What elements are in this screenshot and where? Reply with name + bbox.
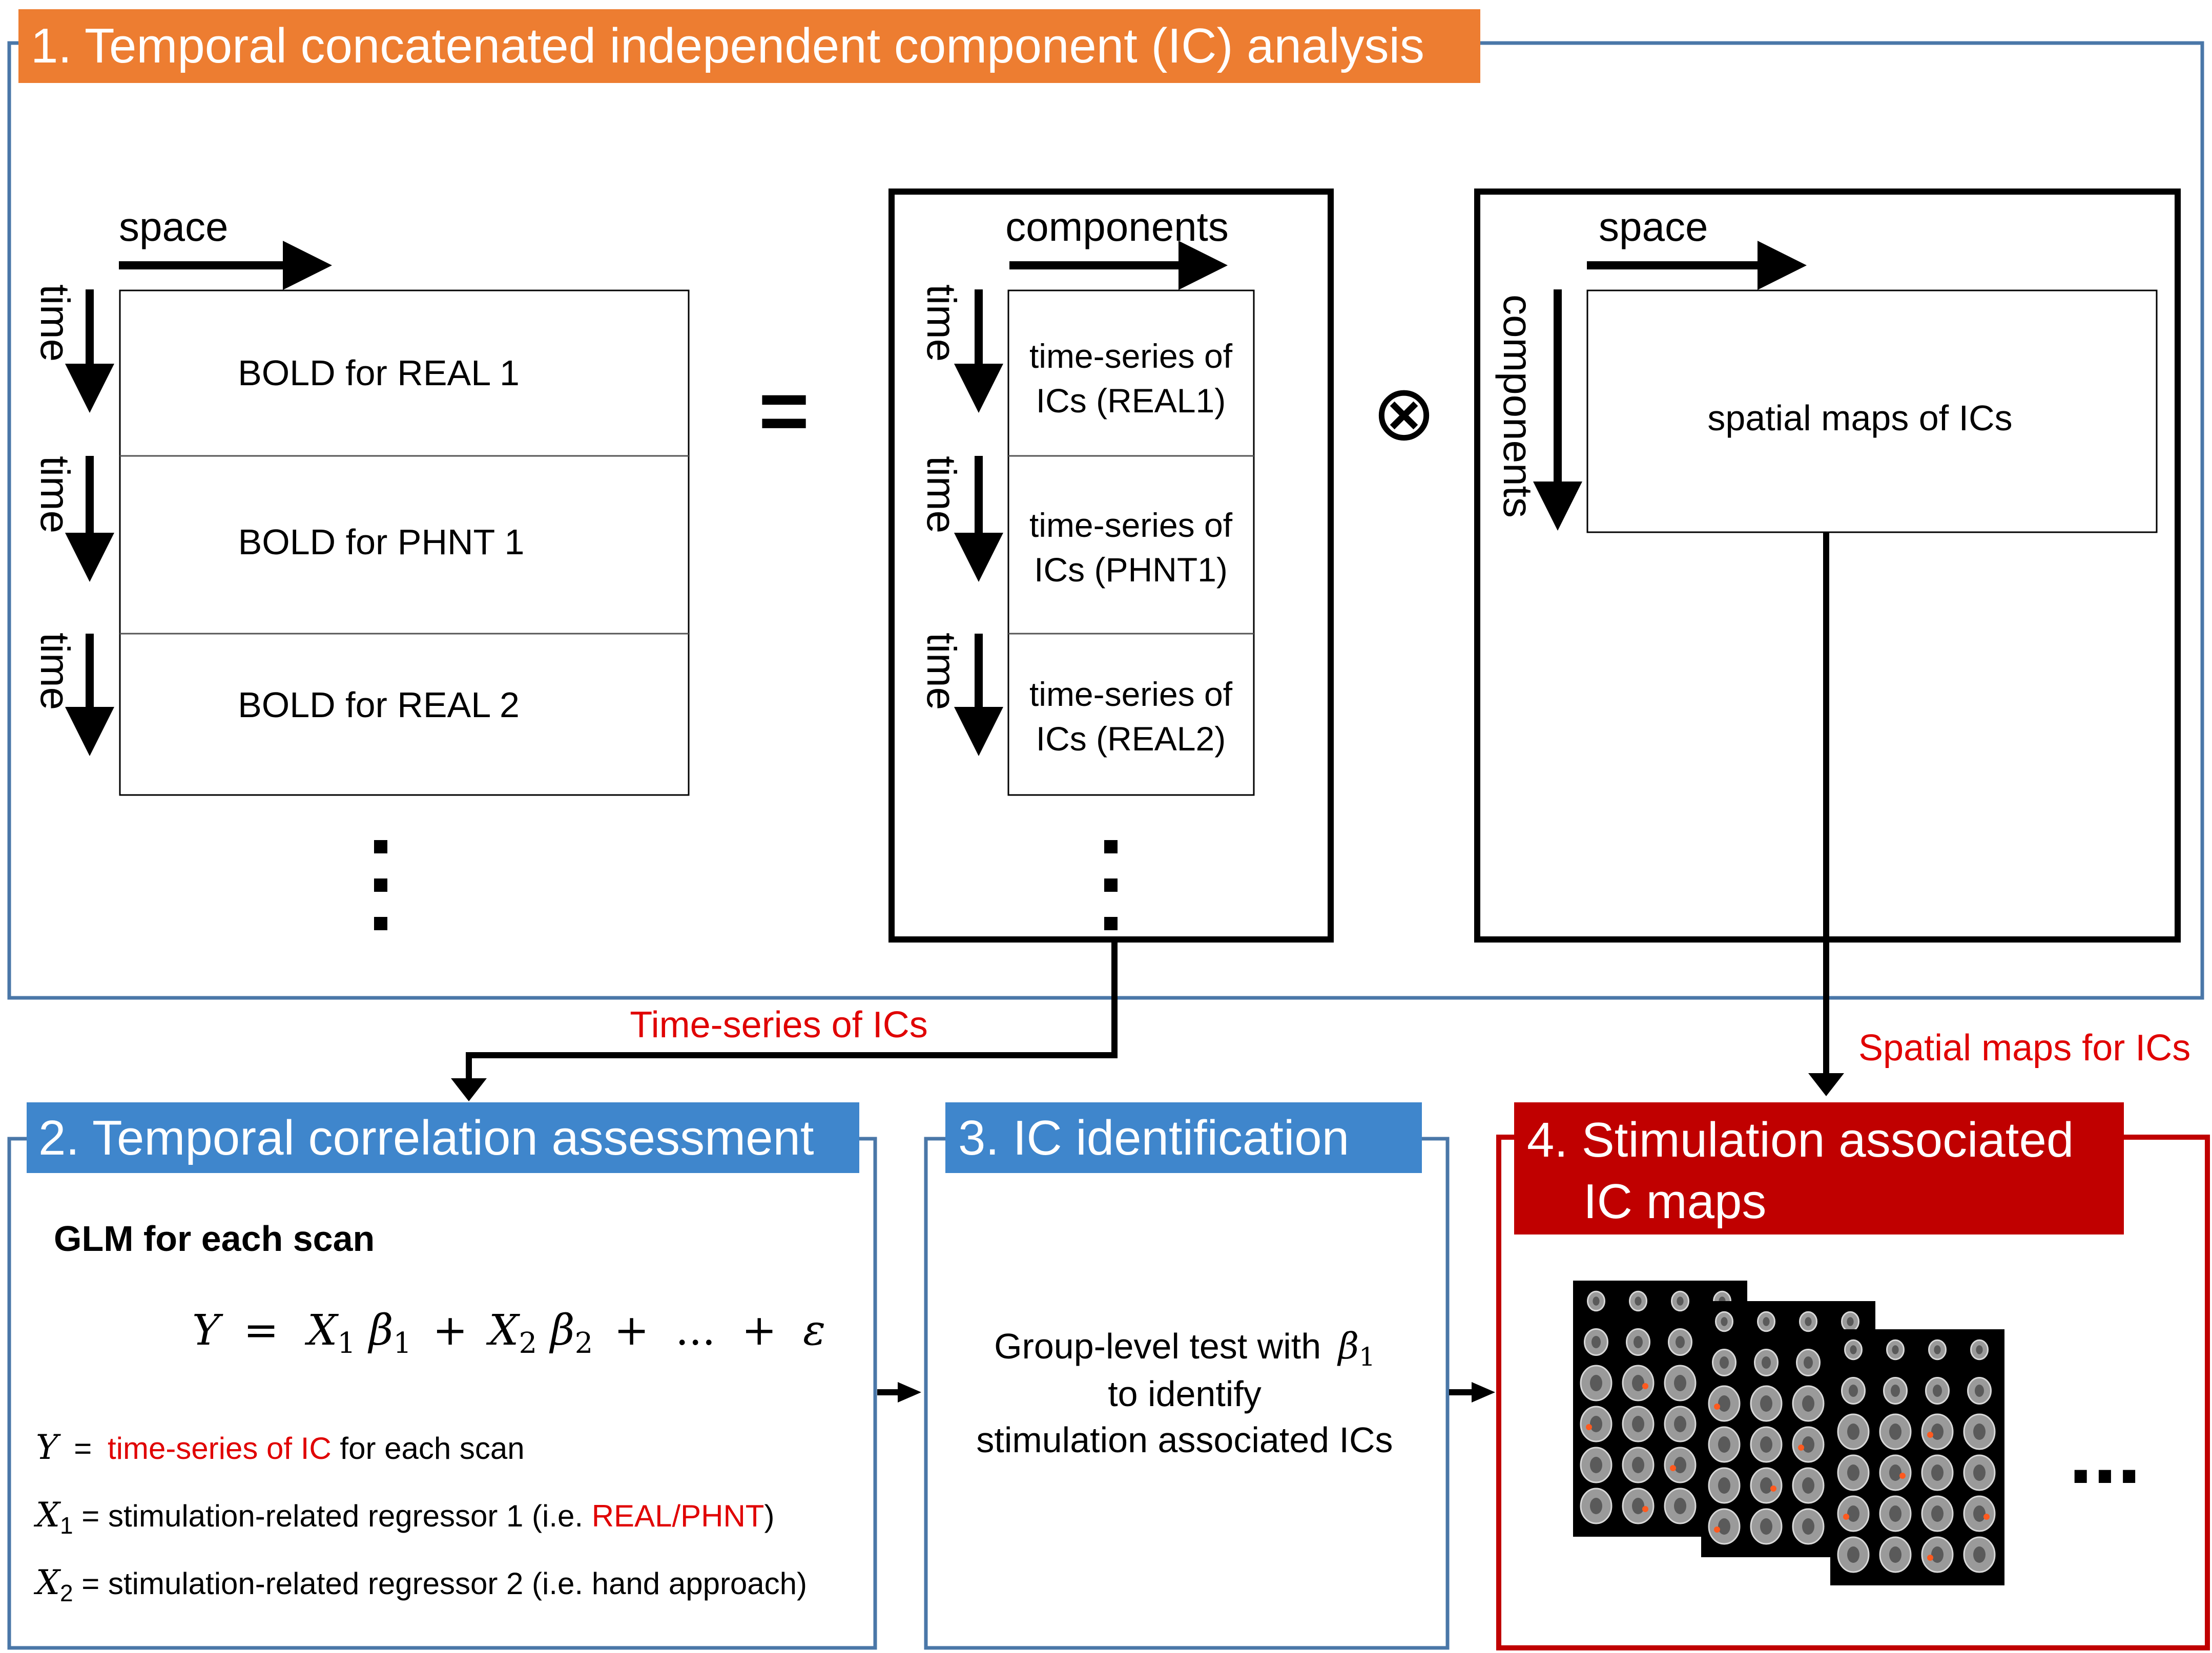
section-3-ic-identification: 3. IC identification Group-level test wi… (924, 1102, 1450, 1650)
bold-time-label: time (32, 456, 78, 533)
bold-space-label: space (119, 204, 228, 249)
section-3-header (945, 1102, 1422, 1173)
spatial-space-label: space (1599, 204, 1708, 249)
timeseries-matrix: components time-series of ICs (REAL1) ti… (888, 189, 1334, 943)
activation-spot (1714, 1404, 1720, 1410)
section-1-title: 1. Temporal concatenated independent com… (31, 18, 1424, 73)
brain-map-panel (1830, 1329, 2004, 1585)
activation-spot (1642, 1506, 1648, 1512)
activation-spot (1642, 1383, 1648, 1389)
section-2-temporal-correlation: 2. Temporal correlation assessment GLM f… (7, 1102, 877, 1650)
ts-row-phnt1-line1: time-series of (1029, 506, 1233, 544)
activation-spot (1927, 1432, 1933, 1438)
section-3-line3: stimulation associated ICs (976, 1420, 1393, 1460)
ts-time-label: time (919, 633, 964, 710)
bold-row-phnt1: BOLD for PHNT 1 (238, 522, 525, 562)
activation-spot (1770, 1485, 1776, 1492)
activation-spot (1586, 1424, 1592, 1430)
bold-time-label: time (32, 633, 78, 710)
spatial-connector-label: Spatial maps for ICs (1858, 1028, 2190, 1069)
section-3-line2: to identify (1108, 1374, 1262, 1414)
bold-row-real2: BOLD for REAL 2 (238, 685, 520, 725)
section-4-ic-maps: 4. Stimulation associated IC maps ... (1496, 1102, 2210, 1650)
timeseries-inner-box (1007, 289, 1255, 796)
connector-spatial: Spatial maps for ICs (1808, 532, 2190, 1096)
section-2-header (27, 1102, 859, 1173)
timeseries-outer-box (888, 189, 1334, 943)
equals-sign: = (758, 362, 809, 459)
activation-spot (1670, 1465, 1676, 1471)
kronecker-operator: ⊗ (1372, 370, 1436, 456)
def-y: Y = time-series of IC for each scan (36, 1428, 525, 1467)
components-label: components (1005, 204, 1229, 249)
def-x1: X1 = stimulation-related regressor 1 (i.… (33, 1495, 774, 1540)
spatial-inner-box (1586, 289, 2158, 533)
ts-time-label: time (919, 284, 964, 362)
activation-spot (1714, 1526, 1720, 1533)
bold-matrix-box (119, 289, 690, 796)
section-3-title: 3. IC identification (958, 1111, 1349, 1165)
section-1-ica: 1. Temporal concatenated independent com… (7, 9, 2204, 1000)
activation-spot (1927, 1555, 1933, 1561)
maps-ellipsis: ... (2069, 1405, 2141, 1502)
ts-row-real2-line2: ICs (REAL2) (1036, 720, 1226, 758)
def-x2: X2 = stimulation-related regressor 2 (i.… (33, 1563, 807, 1608)
brain-map-stack (1573, 1281, 2004, 1585)
ts-row-real1-line2: ICs (REAL1) (1036, 382, 1226, 420)
section-4-title-line2: IC maps (1583, 1174, 1766, 1229)
ts-row-real2-line1: time-series of (1029, 675, 1233, 713)
activation-spot (1843, 1514, 1849, 1520)
spatial-components-label: components (1495, 295, 1541, 518)
timeseries-connector-label: Time-series of ICs (630, 1005, 927, 1045)
section-4-title-line1: 4. Stimulation associated (1527, 1113, 2074, 1167)
bold-time-label: time (32, 284, 78, 362)
bold-vertical-ellipsis (374, 840, 387, 930)
ts-vertical-ellipsis (1104, 840, 1118, 930)
horizontal-ellipsis: ... (2069, 1405, 2141, 1502)
ts-time-label: time (919, 456, 964, 533)
activation-spot (1983, 1514, 1990, 1520)
connector-timeseries: Time-series of ICs (451, 939, 1118, 1101)
section-4-header (1514, 1102, 2124, 1234)
glm-equation: Y = X1 β1 + X2 β2 + ... + ε (192, 1306, 825, 1363)
bold-row-real1: BOLD for REAL 1 (238, 353, 520, 393)
activation-spot (1899, 1473, 1906, 1479)
section-2-title: 2. Temporal correlation assessment (38, 1111, 814, 1165)
bold-matrix: space BOLD for REAL 1 BOLD for PHNT 1 BO… (32, 204, 690, 930)
ts-row-real1-line1: time-series of (1029, 337, 1233, 375)
arrow-section3-to-section4 (1449, 1382, 1495, 1403)
section-3-line1: Group-level test with β1 (994, 1325, 1375, 1372)
activation-spot (1798, 1445, 1804, 1451)
spatial-content-label: spatial maps of ICs (1707, 398, 2012, 438)
section-1-header (18, 9, 1480, 83)
arrow-section2-to-section3 (877, 1382, 921, 1403)
glm-heading: GLM for each scan (54, 1219, 375, 1259)
spatial-matrix: space spatial maps of ICs components (1474, 189, 2181, 943)
ts-row-phnt1-line2: ICs (PHNT1) (1034, 551, 1228, 589)
